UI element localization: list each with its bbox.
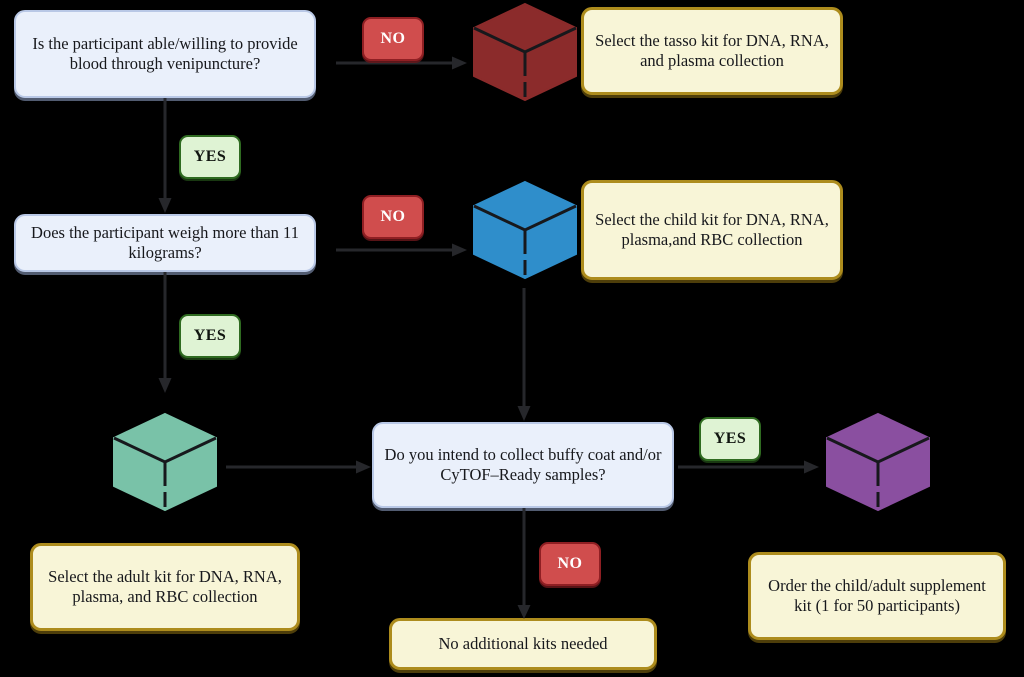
badge-yes-venipuncture: YES <box>179 135 241 179</box>
badge-yes-buffy-coat: YES <box>699 417 761 461</box>
badge-yes-weight: YES <box>179 314 241 358</box>
outcome-child-kit-text: Select the child kit for DNA, RNA, plasm… <box>595 209 829 249</box>
badge-no-venipuncture-label: NO <box>380 30 406 47</box>
outcome-tasso-kit[interactable]: Select the tasso kit for DNA, RNA, and p… <box>581 7 843 95</box>
adult-kit-cube <box>111 412 219 512</box>
badge-yes-buffy-coat-label: YES <box>713 430 747 447</box>
connector-q3-yes-to-supplement <box>678 460 820 474</box>
badge-yes-venipuncture-label: YES <box>193 148 227 165</box>
outcome-child-kit[interactable]: Select the child kit for DNA, RNA, plasm… <box>581 180 843 280</box>
badge-no-buffy-coat-label: NO <box>557 555 583 572</box>
outcome-no-additional-kits-text: No additional kits needed <box>438 633 608 653</box>
badge-no-weight: NO <box>362 195 424 239</box>
badge-no-buffy-coat: NO <box>539 542 601 586</box>
question-buffy-coat-text: Do you intend to collect buffy coat and/… <box>384 444 662 484</box>
child-kit-cube <box>471 180 579 280</box>
outcome-tasso-kit-text: Select the tasso kit for DNA, RNA, and p… <box>595 30 829 70</box>
question-venipuncture[interactable]: Is the participant able/willing to provi… <box>14 10 316 98</box>
badge-no-venipuncture: NO <box>362 17 424 61</box>
question-buffy-coat[interactable]: Do you intend to collect buffy coat and/… <box>372 422 674 508</box>
badge-yes-weight-label: YES <box>193 327 227 344</box>
connector-q2-no-to-child <box>336 243 468 257</box>
connector-q2-yes-to-adult <box>158 272 172 394</box>
connector-q1-no-to-tasso <box>336 56 468 70</box>
supplement-kit-cube <box>824 412 932 512</box>
outcome-supplement-kit-text: Order the child/adult supplement kit (1 … <box>768 575 986 615</box>
outcome-adult-kit[interactable]: Select the adult kit for DNA, RNA, plasm… <box>30 543 300 631</box>
badge-no-weight-label: NO <box>380 208 406 225</box>
outcome-supplement-kit[interactable]: Order the child/adult supplement kit (1 … <box>748 552 1006 640</box>
connector-q1-yes-to-q2 <box>158 98 172 214</box>
tasso-kit-cube <box>471 2 579 102</box>
question-weight-text: Does the participant weigh more than 11 … <box>31 222 299 262</box>
connector-child-cube-to-q3 <box>517 288 531 422</box>
outcome-no-additional-kits[interactable]: No additional kits needed <box>389 618 657 670</box>
question-venipuncture-text: Is the participant able/willing to provi… <box>32 33 298 73</box>
outcome-adult-kit-text: Select the adult kit for DNA, RNA, plasm… <box>48 566 282 606</box>
question-weight[interactable]: Does the participant weigh more than 11 … <box>14 214 316 272</box>
connector-adult-cube-to-q3 <box>226 460 372 474</box>
connector-q3-no-to-no-kits <box>517 508 531 620</box>
